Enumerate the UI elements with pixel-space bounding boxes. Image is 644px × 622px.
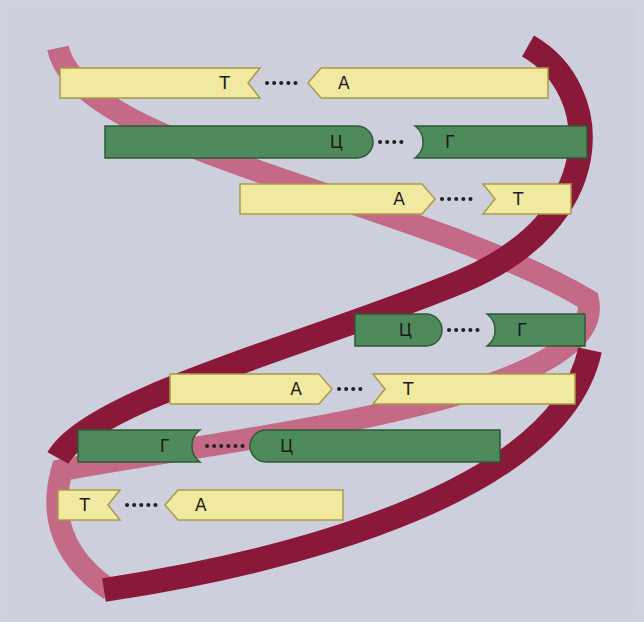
base-letter: Т — [80, 497, 90, 514]
helix-strand — [104, 350, 590, 590]
hydrogen-bond — [339, 387, 366, 391]
base-outline — [250, 430, 500, 462]
base-outline — [487, 314, 585, 346]
base-shape — [355, 314, 442, 346]
base-shape — [483, 184, 571, 214]
base-block: А — [170, 374, 332, 404]
hydrogen-bond — [449, 328, 480, 332]
base-letter: Ц — [330, 134, 343, 151]
base-shape — [78, 430, 200, 462]
base-letter: Ц — [399, 322, 412, 339]
base-block: Г — [78, 430, 200, 462]
background-panel — [8, 8, 636, 614]
helix-strand — [57, 48, 589, 590]
base-letter: А — [393, 191, 405, 208]
base-block: Ц — [105, 126, 373, 158]
base-letter: Г — [517, 322, 527, 339]
base-letter: Т — [403, 381, 413, 398]
base-shape — [415, 126, 587, 158]
base-shape — [170, 374, 332, 404]
base-outline — [240, 184, 435, 214]
hydrogen-bond — [207, 444, 243, 448]
base-letter: А — [195, 497, 207, 514]
hydrogen-bond — [442, 197, 476, 201]
base-outline — [355, 314, 442, 346]
base-block: Ц — [250, 430, 500, 462]
base-block: Г — [415, 126, 587, 158]
base-block: А — [240, 184, 435, 214]
base-outline — [170, 374, 332, 404]
base-letter: А — [338, 75, 350, 92]
base-outline — [105, 126, 373, 158]
base-letter: Г — [445, 134, 455, 151]
base-outline — [483, 184, 571, 214]
base-block: Т — [483, 184, 571, 214]
base-outline — [373, 374, 575, 404]
base-letter: Т — [220, 75, 230, 92]
base-block: Т — [373, 374, 575, 404]
base-shape — [487, 314, 585, 346]
base-shape — [240, 184, 435, 214]
base-letter: Т — [513, 191, 523, 208]
base-block: А — [165, 490, 343, 520]
hydrogen-bond — [127, 503, 158, 507]
base-outline — [58, 490, 120, 520]
helix-strand — [58, 46, 581, 458]
base-letter: Г — [160, 438, 170, 455]
base-outline — [165, 490, 343, 520]
base-block: А — [308, 68, 548, 98]
base-shape — [165, 490, 343, 520]
base-block: Г — [487, 314, 585, 346]
hydrogen-bond — [267, 81, 301, 85]
base-outline — [78, 430, 200, 462]
base-letter: Ц — [280, 438, 293, 455]
base-shape — [60, 68, 260, 98]
base-outline — [415, 126, 587, 158]
base-block: Т — [60, 68, 260, 98]
base-outline — [308, 68, 548, 98]
base-block: Ц — [355, 314, 442, 346]
hydrogen-bond — [380, 140, 408, 144]
base-letter: А — [290, 381, 302, 398]
base-block: Т — [58, 490, 120, 520]
base-outline — [60, 68, 260, 98]
